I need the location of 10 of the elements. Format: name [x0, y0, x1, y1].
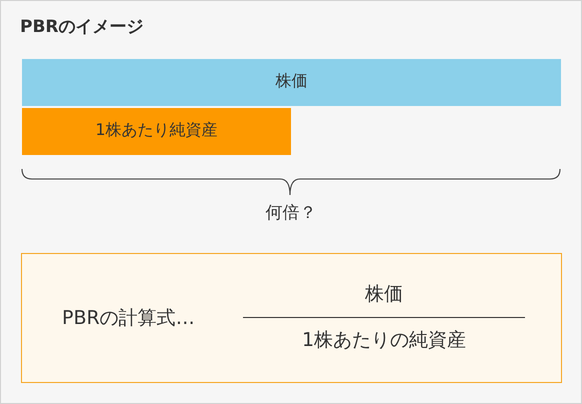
- price-bar: [22, 59, 561, 106]
- bar-label: 1株あたり純資産: [94, 120, 219, 140]
- bar-label: 株価: [274, 71, 308, 90]
- title: PBRのイメージ: [20, 17, 144, 38]
- net-assets-bar: [22, 108, 291, 155]
- formula-label: PBRの計算式…: [62, 307, 196, 330]
- numerator: 株価: [364, 283, 404, 306]
- formula-panel: [21, 253, 562, 383]
- question-label: 何倍？: [264, 203, 318, 224]
- denominator: 1株あたりの純資産: [300, 329, 468, 352]
